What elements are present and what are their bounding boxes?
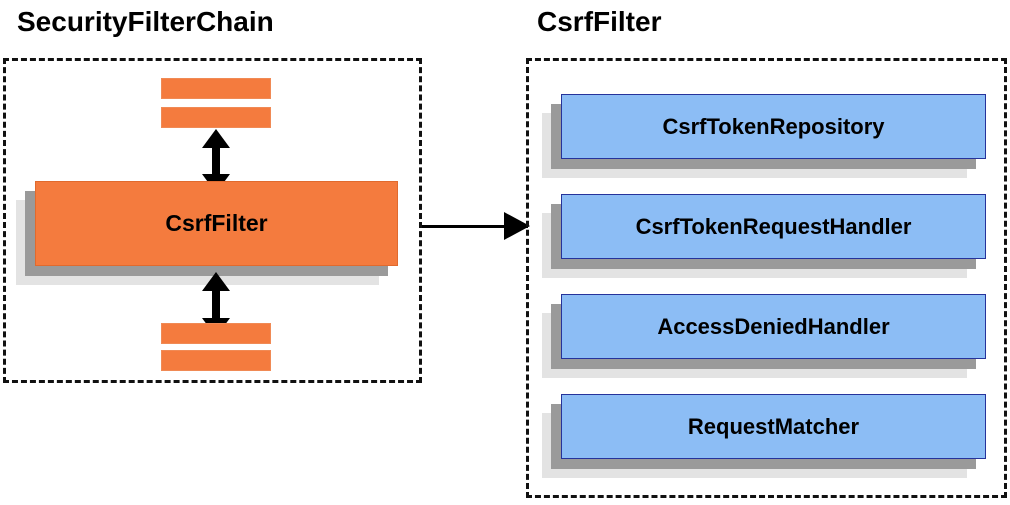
component-box-request-matcher[interactable]: RequestMatcher (542, 394, 986, 478)
component-box-label: CsrfTokenRepository (561, 94, 986, 159)
component-box-access-denied-handler[interactable]: AccessDeniedHandler (542, 294, 986, 378)
component-box-label: RequestMatcher (561, 394, 986, 459)
filter-bar-bottom-1 (161, 323, 271, 344)
filter-bar-bottom-2 (161, 350, 271, 371)
csrf-filter-box[interactable]: CsrfFilter (16, 181, 398, 285)
filter-bar-top-2 (161, 107, 271, 128)
page-title-csrf-filter: CsrfFilter (537, 6, 662, 37)
filter-bar-top-1 (161, 78, 271, 99)
csrf-filter-box-label: CsrfFilter (35, 181, 398, 266)
csrf-filter-panel (526, 58, 1007, 498)
component-box-label: AccessDeniedHandler (561, 294, 986, 359)
component-box-csrf-token-request-handler[interactable]: CsrfTokenRequestHandler (542, 194, 986, 278)
component-box-csrf-token-repository[interactable]: CsrfTokenRepository (542, 94, 986, 178)
security-filter-chain-panel (3, 58, 422, 383)
page-title-security-filter-chain: SecurityFilterChain (17, 6, 274, 37)
component-box-label: CsrfTokenRequestHandler (561, 194, 986, 259)
